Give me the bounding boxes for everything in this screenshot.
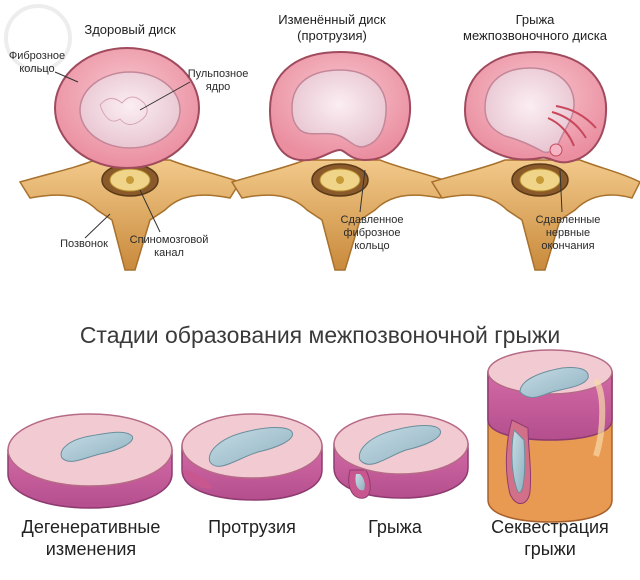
label-line: кольцо: [19, 63, 55, 75]
label-line: фиброзное: [343, 227, 401, 239]
panel-title-hernia: Грыжа межпозвоночного диска: [445, 12, 625, 44]
label-line: ядро: [205, 81, 231, 93]
label-pulpous-nucleus: Пульпозное ядро: [182, 68, 254, 94]
panel-title-healthy: Здоровый диск: [70, 22, 190, 38]
label-spinal-canal: Спиномозговой канал: [124, 234, 214, 260]
stage-label-line: грыжи: [524, 539, 576, 559]
panel-title-line: (протрузия): [297, 28, 367, 43]
watermark-logo: [4, 4, 72, 72]
stage-label-sequestration: Секвестрация грыжи: [470, 516, 630, 560]
label-line: нервные: [545, 227, 591, 239]
label-line: Позвонок: [60, 238, 108, 250]
stage-label-line: Грыжа: [368, 517, 422, 537]
label-line: Пульпозное: [187, 68, 249, 80]
label-vertebra: Позвонок: [52, 238, 116, 251]
label-line: Сдавленные: [535, 214, 601, 226]
label-line: кольцо: [354, 240, 390, 252]
stages-title: Стадии образования межпозвоночной грыжи: [79, 322, 561, 348]
label-line: Сдавленное: [340, 214, 404, 226]
stage-label-hernia: Грыжа: [340, 516, 450, 538]
stage-label-line: Секвестрация: [491, 517, 609, 537]
panel-title-line: Здоровый диск: [84, 22, 176, 37]
label-line: Фиброзное: [8, 50, 66, 62]
protrusion-disc-figure: [230, 50, 452, 271]
stage-label-line: изменения: [45, 539, 137, 559]
stage-label-protrusion: Протрузия: [182, 516, 322, 538]
label-compressed-nerves: Сдавленные нервные окончания: [528, 214, 608, 253]
vertebra-shape: [18, 159, 242, 271]
label-line: Спиномозговой: [129, 234, 209, 246]
panel-title-line: Грыжа: [515, 12, 555, 27]
panel-title-line: Изменённый диск: [278, 12, 386, 27]
stage-protrusion-figure: [181, 413, 323, 501]
stage-degenerative-figure: [7, 413, 173, 509]
stage-hernia-figure: [333, 413, 469, 499]
label-line: канал: [154, 247, 184, 259]
healthy-disc-figure: [18, 47, 242, 271]
stage-label-line: Протрузия: [208, 517, 296, 537]
label-compressed-ring: Сдавленное фиброзное кольцо: [332, 214, 412, 253]
hernia-disc-figure: [430, 50, 640, 271]
stage-sequestration-figure: [487, 349, 613, 523]
label-fibrous-ring: Фиброзное кольцо: [6, 50, 68, 76]
panel-title-protrusion: Изменённый диск (протрузия): [262, 12, 402, 44]
panel-title-line: межпозвоночного диска: [463, 28, 607, 43]
nucleus-shape: [79, 71, 181, 149]
stage-label-line: Дегенеративные: [21, 517, 161, 537]
label-line: окончания: [541, 240, 595, 252]
stage-label-degenerative: Дегенеративные изменения: [6, 516, 176, 560]
